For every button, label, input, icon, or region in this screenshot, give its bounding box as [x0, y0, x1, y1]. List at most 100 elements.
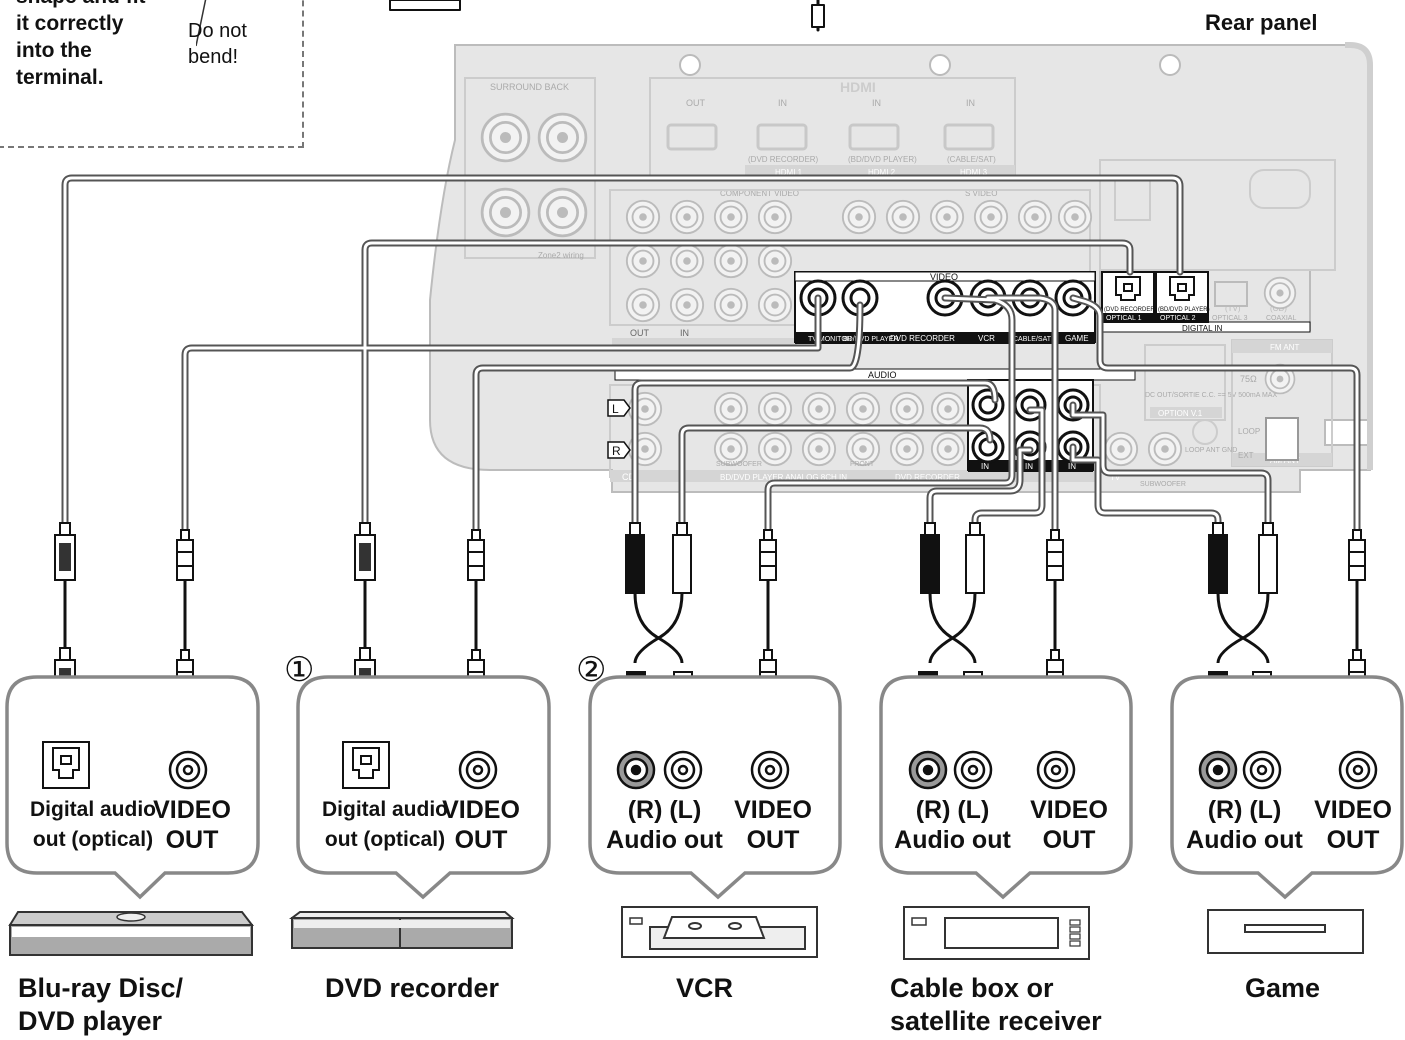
hdmi-source-label: (CABLE/SAT): [947, 155, 996, 164]
device-5-name: Game: [1245, 972, 1320, 1005]
red-plug: [921, 535, 939, 593]
audio-r-jack-icon: [910, 752, 946, 788]
rear-panel-title: Rear panel: [1205, 10, 1318, 36]
video-out-jack-icon: [170, 752, 206, 788]
lead: [1218, 593, 1268, 663]
red-plug-tip: [630, 523, 640, 535]
red-plug-tip: [1213, 523, 1223, 535]
optical-plug: [355, 523, 375, 580]
device-4-name: Cable box or satellite receiver: [890, 972, 1102, 1038]
device-3-audio-label: (R) (L) Audio out: [602, 795, 727, 855]
zone2-label: Zone2 wiring: [538, 251, 584, 260]
panel-in-label: IN: [680, 328, 689, 338]
white-plug-tip: [970, 523, 980, 535]
audio-section-label: AUDIO: [868, 370, 897, 380]
optical-name-label: COAXIAL: [1266, 315, 1296, 322]
white-plug: [1259, 535, 1277, 593]
device-1-video-label: VIDEO OUT: [143, 795, 241, 855]
optical-source-label: (BD/DVD PLAYER): [1158, 307, 1210, 313]
loop-label: LOOP: [1238, 427, 1260, 436]
bluray-player-icon: [10, 912, 252, 955]
do-not-bend-text: Do not bend!: [188, 18, 247, 70]
audio-l-jack-icon: [1244, 752, 1280, 788]
subwoofer-label: SUBWOOFER: [1140, 481, 1186, 488]
video-name-label: GAME: [1065, 334, 1089, 343]
video-out-jack-icon: [460, 752, 496, 788]
lead: [930, 593, 975, 663]
red-plug-tip: [925, 523, 935, 535]
video-out-jack-icon: [1038, 752, 1074, 788]
video-plug: [177, 530, 193, 580]
note-box: Note the shape and fit it correctly into…: [0, 0, 304, 148]
hdmi-in-label: IN: [778, 98, 787, 108]
device-3-name: VCR: [676, 972, 733, 1005]
white-plug: [673, 535, 691, 593]
red-plug: [1209, 535, 1227, 593]
lead: [1218, 593, 1268, 663]
device-bubbles: [7, 677, 1402, 897]
device-3-video-label: VIDEO OUT: [724, 795, 822, 855]
optical-name-label: OPTICAL 2: [1160, 315, 1196, 322]
hdmi-in-label: IN: [966, 98, 975, 108]
audio-r-jack-icon: [618, 752, 654, 788]
right-channel-tag: R: [612, 444, 621, 458]
lead: [635, 593, 682, 663]
lead: [635, 593, 682, 663]
hdmi-logo: HDMI: [840, 79, 876, 95]
fm-ant-label: FM ANT: [1270, 343, 1299, 352]
optical-source-label: (DVD RECORDER): [1104, 307, 1157, 313]
dvd-recorder-icon: [292, 912, 512, 948]
device-2-video-label: VIDEO OUT: [432, 795, 530, 855]
device-4-audio-label: (R) (L) Audio out: [890, 795, 1015, 855]
red-plug: [626, 535, 644, 593]
vcr-icon: [622, 907, 817, 957]
audio-l-jack-icon: [955, 752, 991, 788]
optical-plug: [55, 523, 75, 580]
device-5-audio-label: (R) (L) Audio out: [1182, 795, 1307, 855]
panel-out-label: OUT: [630, 328, 650, 338]
video-plug: [1047, 530, 1063, 580]
video-out-jack-icon: [752, 752, 788, 788]
digital-in-label: DIGITAL IN: [1182, 324, 1223, 333]
optical-jack-icon: [343, 742, 389, 788]
dc-out-label: DC OUT/SORTIE C.C. == 5V 500mA MAX: [1145, 392, 1277, 399]
left-channel-tag: L: [612, 402, 619, 416]
note-text: Note the shape and fit it correctly into…: [16, 0, 146, 91]
loop-ant-label: LOOP ANT GND: [1185, 447, 1237, 454]
device-4-video-label: VIDEO OUT: [1020, 795, 1118, 855]
lead: [930, 593, 975, 663]
video-name-label: DVD RECORDER: [890, 334, 955, 343]
marker-2: ②: [576, 650, 606, 690]
subwoofer-label: SUBWOOFER: [716, 461, 762, 468]
hdmi-out-label: OUT: [686, 98, 706, 108]
video-plug: [1349, 530, 1365, 580]
ext-label: EXT: [1238, 451, 1254, 460]
optical-name-label: OPTICAL 3: [1212, 315, 1248, 322]
cable-box-icon: [904, 907, 1089, 959]
game-console-icon: [1208, 910, 1363, 953]
audio-r-jack-icon: [1200, 752, 1236, 788]
hdmi-source-label: (BD/DVD PLAYER): [848, 155, 917, 164]
front-label: FRONT: [850, 461, 875, 468]
optical-name-label: OPTICAL 1: [1106, 315, 1142, 322]
white-plug-tip: [677, 523, 687, 535]
device-1-name: Blu-ray Disc/ DVD player: [18, 972, 183, 1038]
hdmi-in-label: IN: [872, 98, 881, 108]
video-plug: [760, 530, 776, 580]
device-5-video-label: VIDEO OUT: [1308, 795, 1398, 855]
optical-jack-icon: [43, 742, 89, 788]
video-name-label: VCR: [978, 334, 995, 343]
hdmi-source-label: (DVD RECORDER): [748, 155, 819, 164]
video-name-label: CABLE/SAT: [1013, 336, 1052, 343]
option-label: OPTION V.1: [1158, 409, 1203, 418]
video-out-jack-icon: [1340, 752, 1376, 788]
surround-back-label: SURROUND BACK: [490, 82, 569, 92]
marker-1: ①: [284, 650, 314, 690]
audio-l-jack-icon: [665, 752, 701, 788]
ohm-label: 75Ω: [1240, 374, 1257, 384]
video-plug: [468, 530, 484, 580]
device-2-name: DVD recorder: [325, 972, 499, 1005]
white-plug-tip: [1263, 523, 1273, 535]
white-plug: [966, 535, 984, 593]
